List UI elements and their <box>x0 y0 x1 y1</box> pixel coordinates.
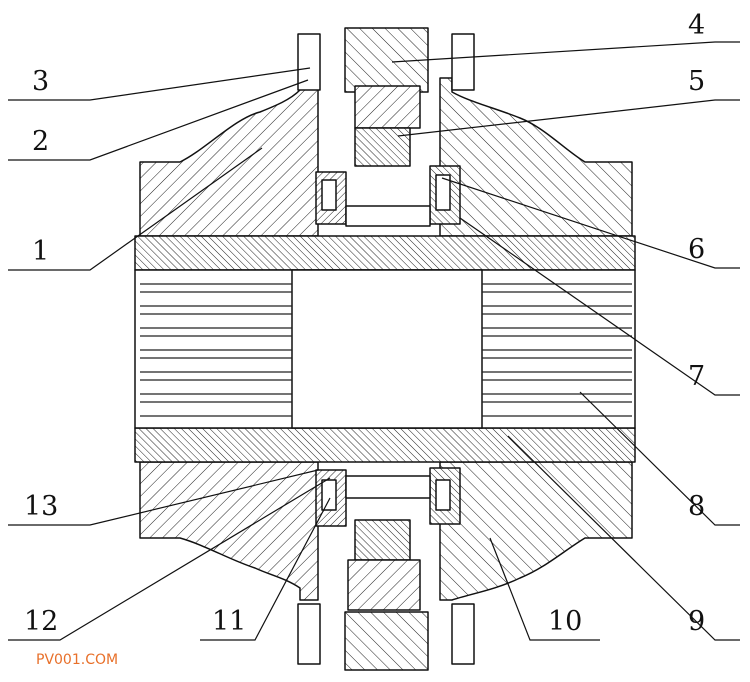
housing-right-lower <box>439 461 633 601</box>
label-1: 1 <box>32 236 49 267</box>
inner-cavity-lower <box>345 475 431 499</box>
label-2: 2 <box>32 126 49 157</box>
ring-gear-bottom <box>344 611 429 671</box>
leader-4 <box>391 41 740 63</box>
leader-6 <box>441 177 740 269</box>
bolt-top-left <box>297 33 321 91</box>
label-13: 13 <box>24 491 58 522</box>
label-8: 8 <box>688 491 705 522</box>
leader-1 <box>8 147 263 271</box>
leader-7 <box>459 217 740 396</box>
gear-teeth-upper <box>354 127 411 167</box>
spline-teeth <box>140 283 632 417</box>
bolt-bottom-right <box>451 603 475 665</box>
pinion-gear-upper <box>354 85 421 129</box>
leader-11 <box>200 497 331 641</box>
label-3: 3 <box>32 66 49 97</box>
leader-5 <box>397 99 740 137</box>
leader-3 <box>8 67 311 101</box>
shaft-lower-band <box>134 427 636 463</box>
seal-lower-right <box>435 479 451 511</box>
housing-left-lower <box>139 461 319 601</box>
label-6: 6 <box>688 234 705 265</box>
housing-right-upper <box>439 77 633 237</box>
seal-upper-left <box>321 179 337 211</box>
leader-13 <box>8 469 319 526</box>
leader-8 <box>579 391 740 526</box>
label-4: 4 <box>688 10 705 41</box>
seal-upper-right <box>435 174 451 211</box>
label-7: 7 <box>688 361 705 392</box>
leader-9 <box>507 435 740 641</box>
label-5: 5 <box>688 66 705 97</box>
leader-lines <box>8 41 740 641</box>
label-10: 10 <box>548 606 582 637</box>
central-bore <box>291 269 483 429</box>
watermark-text: PV001.COM <box>36 652 118 668</box>
label-12: 12 <box>24 606 58 637</box>
inner-cavity-upper <box>345 205 431 227</box>
leader-2 <box>8 79 309 161</box>
label-11: 11 <box>212 606 246 637</box>
leader-12 <box>8 477 331 641</box>
seal-lower-left <box>321 479 337 511</box>
leader-10 <box>489 537 600 641</box>
label-9: 9 <box>688 606 705 637</box>
pinion-gear-lower <box>347 559 421 611</box>
bolt-bottom-left <box>297 603 321 665</box>
shaft-upper-band <box>134 235 636 271</box>
gear-teeth-lower <box>354 519 411 561</box>
housing-left-upper <box>139 77 319 237</box>
bolt-top-right <box>451 33 475 91</box>
